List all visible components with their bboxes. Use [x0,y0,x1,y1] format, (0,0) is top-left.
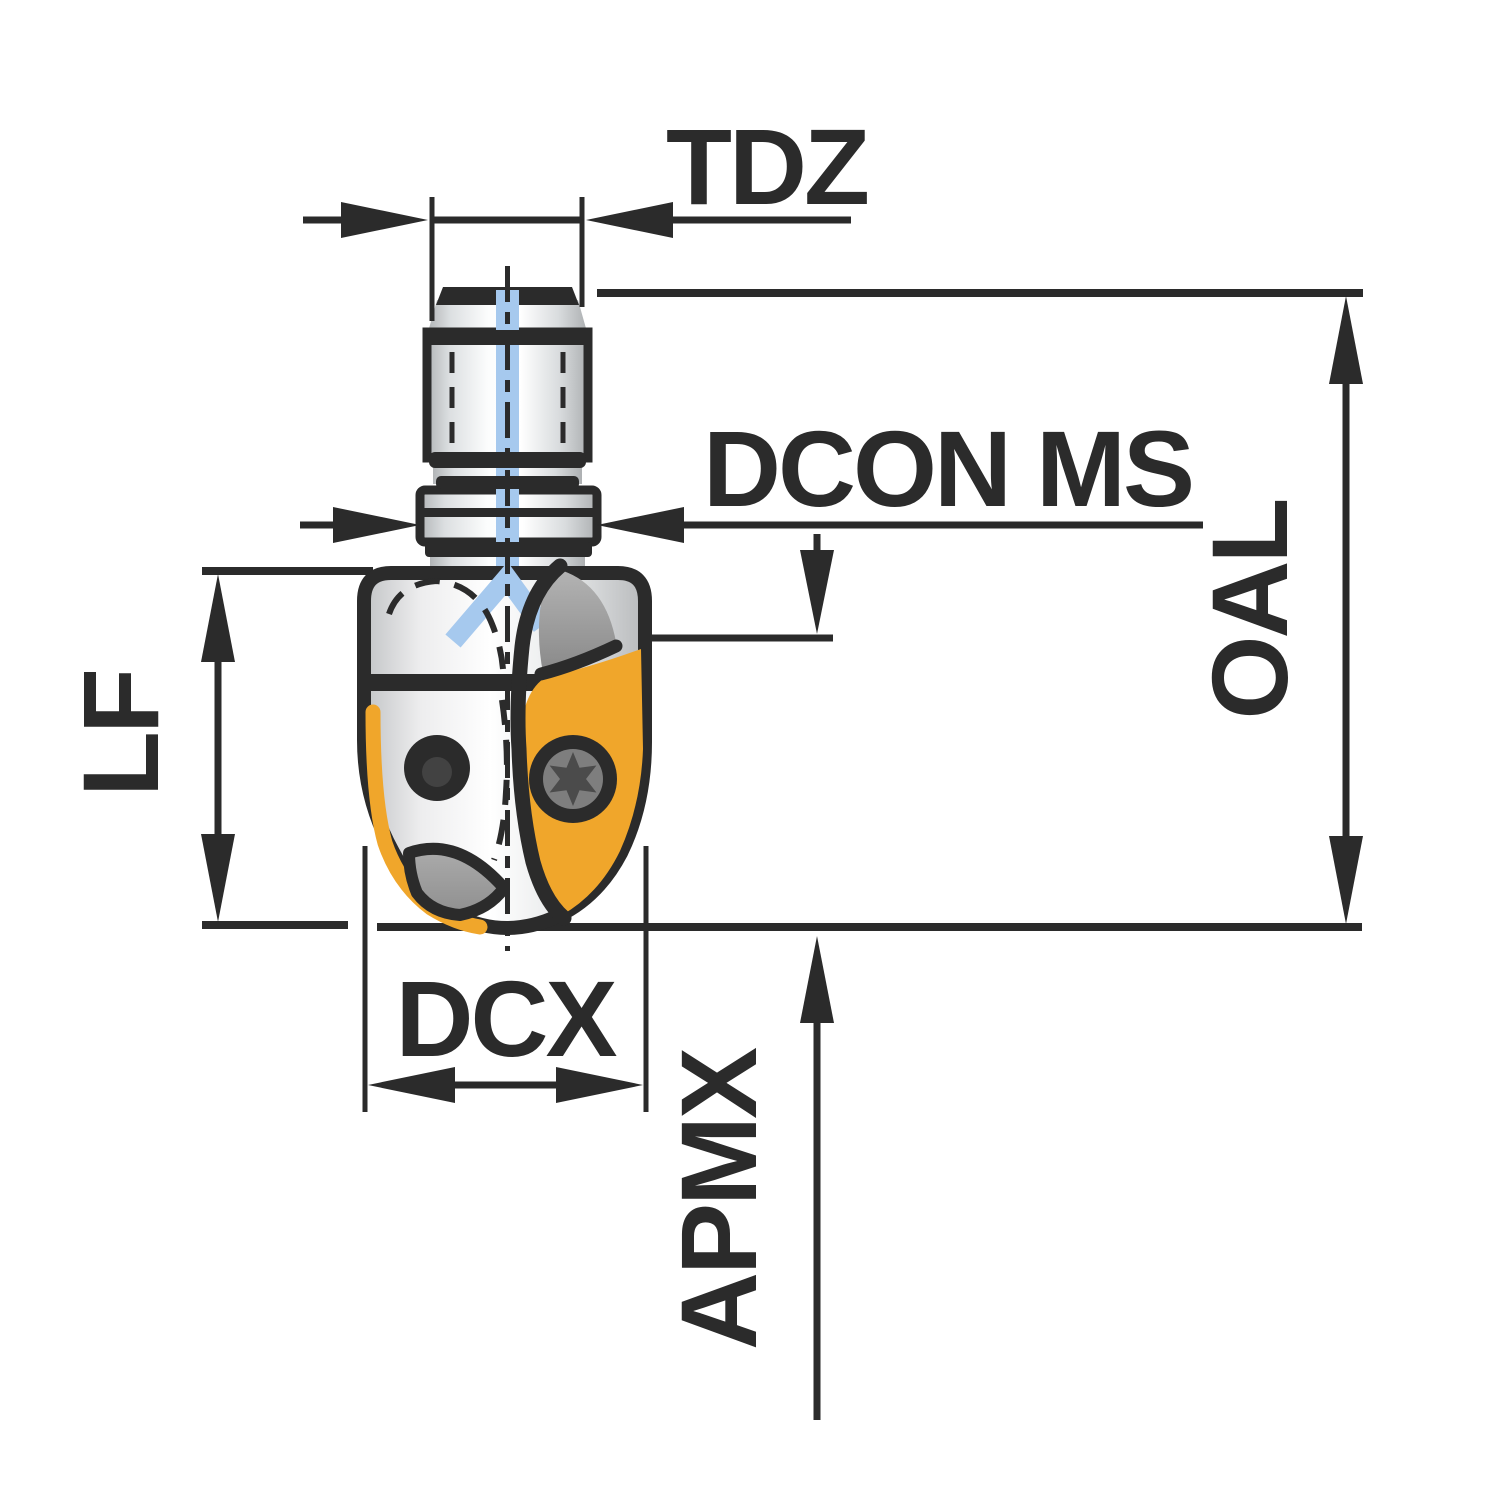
arrowhead-left-icon [586,202,673,238]
dcon-ms-dimension: DCON MS [300,408,1203,543]
clamp-hole-inner [422,757,452,787]
apmx-label: APMX [658,1047,779,1350]
tdz-label: TDZ [666,106,867,227]
arrowhead-up-icon [800,936,834,1023]
lf-dimension: LF [60,574,235,922]
collar-groove-line [420,508,597,517]
oal-label: OAL [1189,500,1310,719]
thread-dashed-lines [449,352,566,450]
dcx-label: DCX [395,958,617,1079]
arrowhead-left-icon [368,1067,455,1103]
flute-insert-boundary [534,639,623,681]
arrowhead-right-icon [556,1067,643,1103]
arrowhead-right-icon [333,507,420,543]
dcx-dimension: DCX [362,846,649,1112]
arrowhead-down-icon [201,834,235,922]
dcx-extension-lines [362,846,649,1112]
lf-label: LF [60,671,181,797]
dimension-annotations: TDZ DCON MS OAL LF [60,106,1363,1420]
arrowhead-right-icon [341,202,428,238]
arrowhead-up-icon [1329,296,1363,384]
tdz-dimension: TDZ [303,106,870,321]
bottom-flute-scoop [403,842,510,921]
arrowhead-down-icon [1329,836,1363,924]
apmx-dimension: APMX [658,534,834,1420]
torx-star [549,752,597,806]
insert-left-edge [510,558,572,926]
arrowhead-down-icon [800,550,834,634]
torx-screw-icon [529,735,617,823]
flute-face [538,569,617,673]
arrowhead-up-icon [201,574,235,662]
milling-cutter-drawing [357,266,652,951]
dcon-ms-label: DCON MS [703,408,1192,529]
oal-dimension: OAL [1189,296,1363,924]
hidden-hole-dashed-upper [386,577,506,670]
arrowhead-left-icon [597,507,684,543]
